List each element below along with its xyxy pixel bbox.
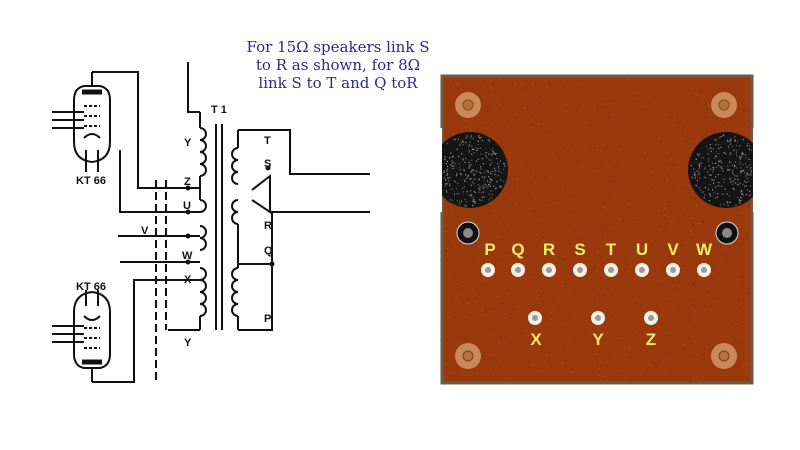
disc-speckle — [443, 134, 753, 207]
primary-wiring — [92, 62, 200, 384]
junction-dots — [185, 165, 275, 267]
pad-label-y: Y — [592, 330, 604, 349]
secondary-label-p: P — [264, 313, 271, 325]
secondary-label-s: S — [264, 158, 271, 170]
wiring-note-line-3: link S to T and Q toR — [258, 74, 418, 92]
schematic — [52, 62, 370, 384]
mounting-hole-tl — [455, 92, 481, 118]
pad-label-r: R — [543, 240, 555, 259]
pad-label-q: Q — [511, 240, 524, 259]
right-black-disc — [688, 128, 765, 212]
primary-label-y-top: Y — [184, 137, 192, 149]
v-label: V — [141, 225, 149, 237]
primary-label-z: Z — [184, 176, 191, 188]
pad-labels-top: P Q R S T U V W — [484, 240, 713, 259]
right-screw — [715, 221, 739, 245]
secondary-label-q: Q — [264, 245, 273, 257]
transformer-core — [215, 124, 223, 330]
pad-r — [542, 263, 556, 277]
pad-x — [528, 311, 542, 325]
schematic-labels: T 1 KT 66 KT 66 V Y Z U W X Y T S R Q P — [76, 104, 273, 349]
pads-bottom-row — [528, 311, 658, 325]
pad-v — [666, 263, 680, 277]
primary-label-w: W — [182, 250, 193, 262]
pads-top-row — [481, 263, 711, 277]
transformer-label: T 1 — [211, 104, 227, 116]
pad-q — [511, 263, 525, 277]
tube-bottom — [52, 290, 111, 382]
secondary-label-r: R — [264, 220, 272, 232]
pad-label-u: U — [636, 240, 648, 259]
pad-w — [697, 263, 711, 277]
primary-windings — [199, 112, 207, 330]
tube-top — [52, 72, 111, 172]
tube-top-label: KT 66 — [76, 175, 106, 187]
pad-label-s: S — [574, 240, 585, 259]
secondary-windings — [231, 129, 370, 331]
pad-t — [604, 263, 618, 277]
pad-y — [591, 311, 605, 325]
mounting-hole-bl — [455, 343, 481, 369]
pad-label-z: Z — [646, 330, 656, 349]
secondary-label-t: T — [264, 135, 271, 147]
mounting-hole-tr — [711, 92, 737, 118]
wiring-note-line-2: to R as shown, for 8Ω — [255, 56, 421, 74]
pcb-board: P Q R S T U V W X Y Z — [430, 74, 765, 385]
pad-label-w: W — [696, 240, 713, 259]
mounting-hole-br — [711, 343, 737, 369]
primary-label-u: U — [183, 200, 191, 212]
pad-label-p: P — [484, 240, 495, 259]
pad-s — [573, 263, 587, 277]
pad-label-t: T — [606, 240, 617, 259]
wiring-note-line-1: For 15Ω speakers link S — [246, 38, 430, 56]
pad-z — [644, 311, 658, 325]
pad-label-v: V — [667, 240, 679, 259]
left-screw — [456, 221, 480, 245]
tube-bottom-label: KT 66 — [76, 281, 106, 293]
pad-p — [481, 263, 495, 277]
pad-label-x: X — [530, 330, 542, 349]
primary-label-y-bottom: Y — [184, 337, 192, 349]
pad-u — [635, 263, 649, 277]
primary-label-x: X — [184, 274, 192, 286]
pad-labels-bottom: X Y Z — [530, 330, 656, 349]
wiring-note: For 15Ω speakers link S to R as shown, f… — [228, 38, 448, 92]
